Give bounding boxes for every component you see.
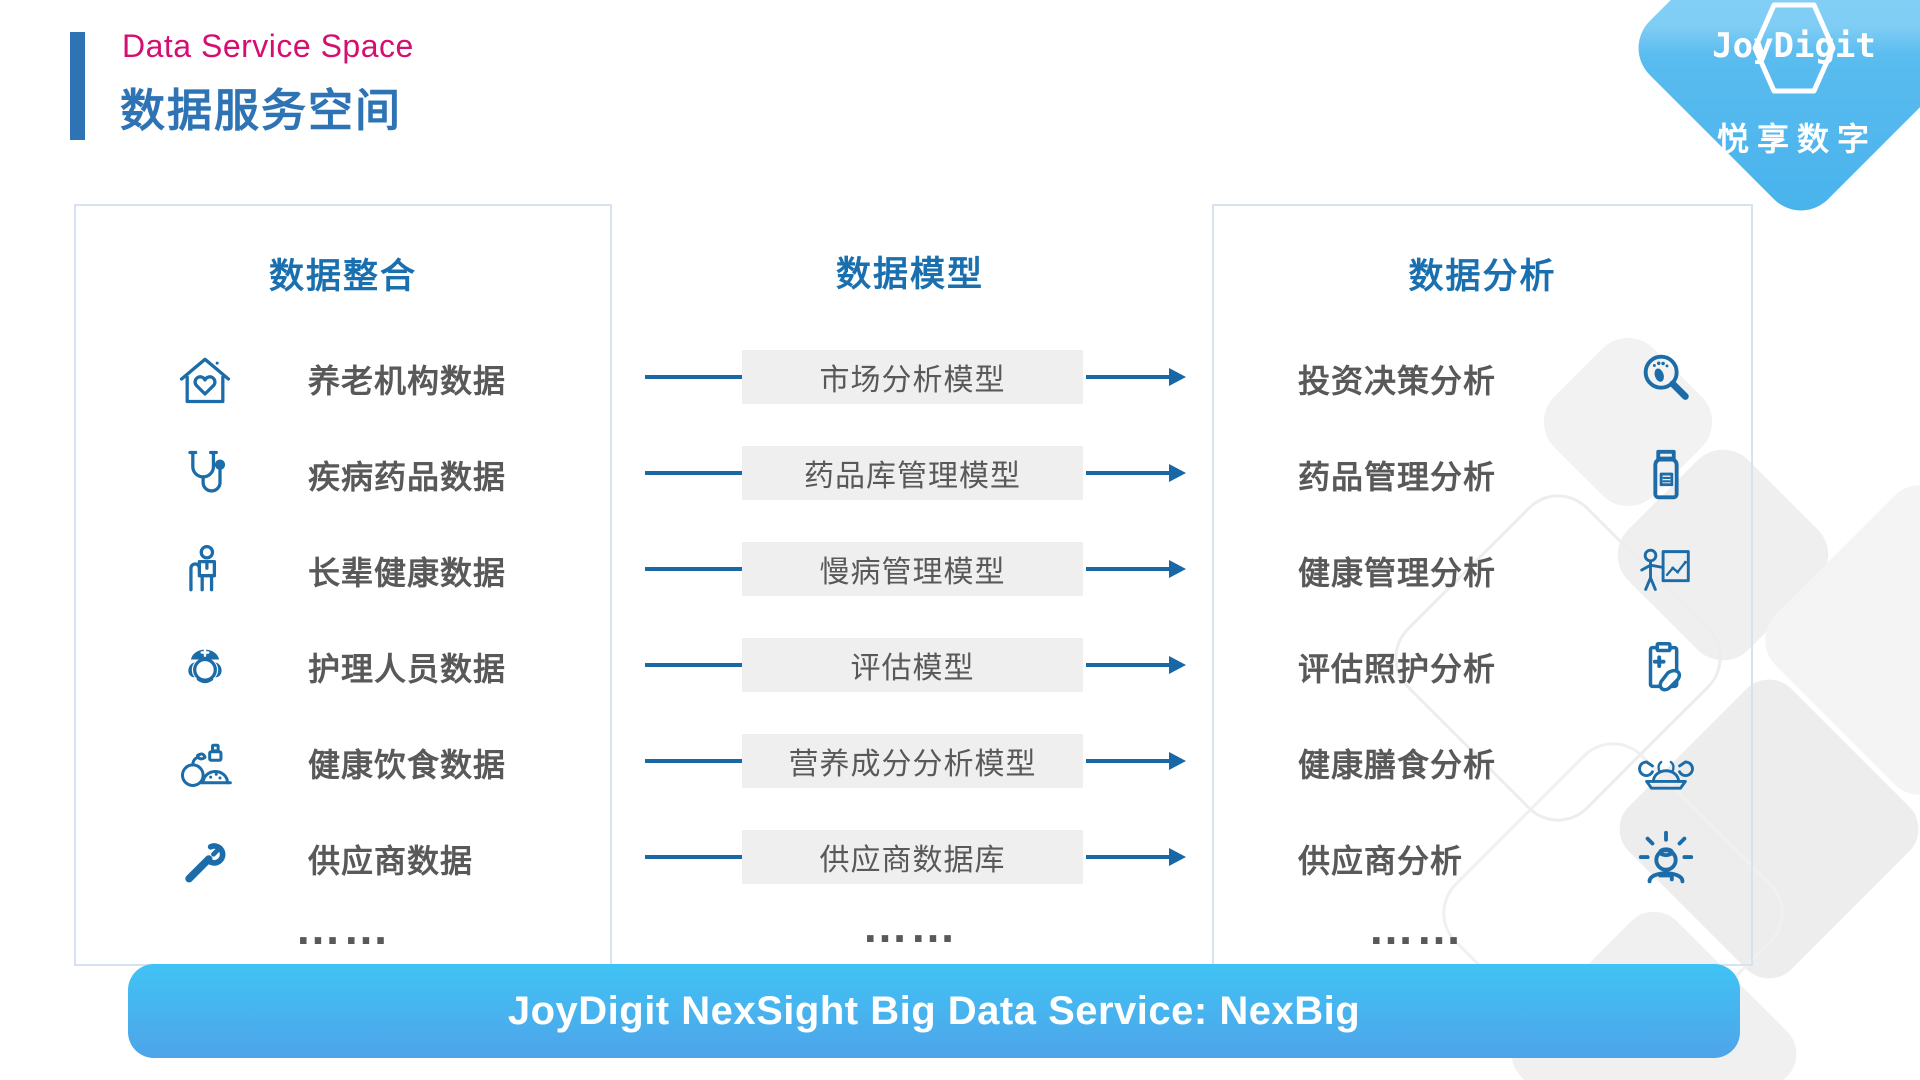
logo-tagline-text: 悦享数字 [1716,121,1877,157]
list-item: 健康膳食分析 [1214,715,1751,811]
list-item: 养老机构数据 [76,331,610,427]
wrench-icon [172,829,238,889]
logo-brand-text: JoyDigit [1712,26,1876,66]
model-row: 供应商数据库 [645,809,1210,905]
seafood-plate-icon [1633,732,1699,794]
connector-line [645,471,742,475]
healthy-food-icon [172,733,238,793]
ellipsis: …… [1368,902,1464,954]
column-title-analysis: 数据分析 [1408,257,1557,296]
model-box: 市场分析模型 [742,350,1083,404]
house-heart-icon [172,349,238,409]
list-item: 健康饮食数据 [76,715,610,811]
item-label: 护理人员数据 [308,651,507,687]
subtitle-english: Data Service Space [122,28,414,64]
connector-arrow [1086,663,1170,667]
model-box: 评估模型 [742,638,1083,692]
ellipsis: …… [295,902,391,954]
column-data-models: 数据模型 市场分析模型 药品库管理模型 慢病管理模型 评估模型 [610,204,1210,962]
model-label: 评估模型 [850,652,975,685]
elderly-person-icon [172,541,238,601]
model-row: 营养成分分析模型 [645,713,1210,809]
model-row: 评估模型 [645,617,1210,713]
item-label: 健康管理分析 [1298,555,1497,591]
item-label: 疾病药品数据 [308,459,507,495]
connector-line [645,663,742,667]
connector-arrow [1086,855,1170,859]
item-label: 药品管理分析 [1298,459,1497,495]
clipboard-care-icon [1633,636,1699,698]
model-box: 慢病管理模型 [742,542,1083,596]
item-label: 健康膳食分析 [1298,747,1497,783]
list-item: 长辈健康数据 [76,523,610,619]
page-title: 数据服务空间 [120,85,403,136]
medicine-bottle-icon [1633,444,1699,506]
item-label: 评估照护分析 [1298,651,1497,687]
person-idea-icon [1633,828,1699,890]
list-item: 投资决策分析 [1214,331,1751,427]
list-item: 供应商数据 [76,811,610,907]
footer-banner: JoyDigit NexSight Big Data Service: NexB… [128,964,1740,1058]
list-item: 健康管理分析 [1214,523,1751,619]
connector-arrow [1086,375,1170,379]
item-label: 供应商分析 [1298,843,1464,879]
list-item: 供应商分析 [1214,811,1751,907]
hexagon-icon [1752,2,1836,94]
person-chart-icon [1633,540,1699,602]
footprint-magnifier-icon [1633,348,1699,410]
list-item: 护理人员数据 [76,619,610,715]
item-label: 投资决策分析 [1298,363,1497,399]
title-accent-bar [70,32,85,140]
ellipsis: …… [862,900,958,952]
connector-line [645,759,742,763]
list-item: 评估照护分析 [1214,619,1751,715]
column-title-integration: 数据整合 [268,257,417,296]
connector-line [645,567,742,571]
model-label: 慢病管理模型 [819,556,1006,589]
item-label: 长辈健康数据 [308,555,507,591]
model-box: 营养成分分析模型 [742,734,1083,788]
model-box: 药品库管理模型 [742,446,1083,500]
model-row: 药品库管理模型 [645,425,1210,521]
joydigit-logo: JoyDigit 悦享数字 [1668,0,1920,175]
panel-data-analysis: 数据分析 投资决策分析 药品管理分析 [1212,204,1753,966]
item-label: 养老机构数据 [308,363,507,399]
item-label: 供应商数据 [308,843,474,879]
connector-arrow [1086,567,1170,571]
column-title-models: 数据模型 [835,255,984,294]
connector-arrow [1086,471,1170,475]
connector-arrow [1086,759,1170,763]
model-row: 慢病管理模型 [645,521,1210,617]
list-item: 药品管理分析 [1214,427,1751,523]
model-row: 市场分析模型 [645,329,1210,425]
panel-data-integration: 数据整合 养老机构数据 疾病药品数据 [74,204,612,966]
nurse-icon [172,637,238,697]
model-label: 营养成分分析模型 [788,748,1037,781]
model-label: 市场分析模型 [819,364,1006,397]
list-item: 疾病药品数据 [76,427,610,523]
model-label: 药品库管理模型 [804,460,1021,493]
item-label: 健康饮食数据 [308,747,507,783]
stethoscope-icon [172,445,238,505]
model-box: 供应商数据库 [742,830,1083,884]
model-label: 供应商数据库 [819,844,1006,877]
connector-line [645,375,742,379]
connector-line [645,855,742,859]
